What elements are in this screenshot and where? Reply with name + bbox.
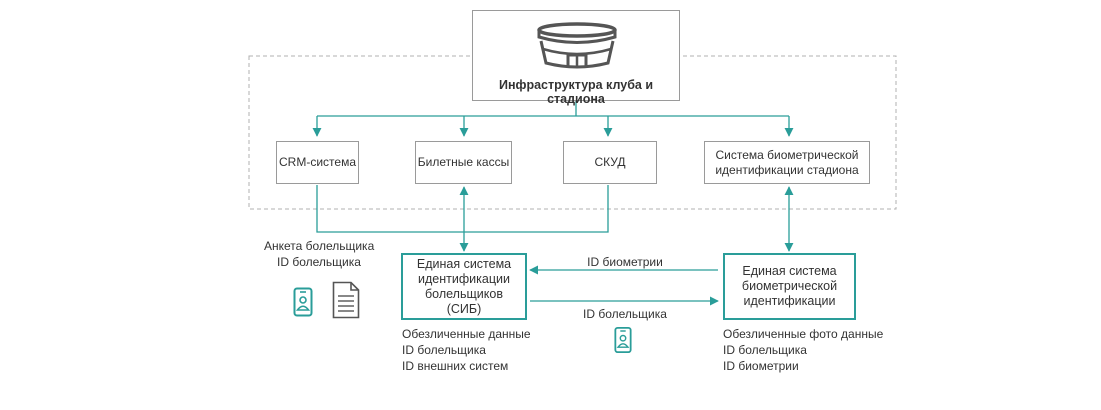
id-badge-icon: [614, 326, 632, 354]
document-icon: [332, 281, 360, 319]
sib-box: Единая система идентификации болельщиков…: [401, 253, 527, 320]
sib-title: Единая система идентификации болельщиков…: [416, 256, 512, 316]
arrow-label-fan-id: ID болельщика: [583, 307, 667, 321]
id-badge-icon: [293, 287, 313, 317]
stadium-biometric-label: Система биометрической идентификации ста…: [715, 147, 859, 177]
skud-box: СКУД: [563, 141, 657, 184]
skud-label: СКУД: [594, 155, 626, 169]
ebs-data-line: ID биометрии: [723, 359, 799, 373]
fan-info: Анкета болельщика ID болельщика: [264, 238, 374, 270]
ebs-box: Единая система биометрической идентифика…: [723, 253, 856, 320]
crm-box: CRM-система: [276, 141, 359, 184]
sib-data-line: ID болельщика: [402, 343, 486, 357]
stadium-icon: [537, 22, 617, 69]
ebs-data-line: ID болельщика: [723, 343, 807, 357]
ebs-data-list: Обезличенные фото данные ID болельщика I…: [723, 326, 883, 374]
ebs-title: Единая система биометрической идентифика…: [741, 264, 838, 308]
fan-questionnaire-line: Анкета болельщика: [264, 239, 375, 253]
sib-data-line: ID внешних систем: [402, 359, 509, 373]
ticket-office-box: Билетные кассы: [415, 141, 512, 184]
infrastructure-box: Инфраструктура клуба и стадиона: [472, 10, 680, 106]
fan-id-line: ID болельщика: [277, 255, 361, 269]
crm-label: CRM-система: [279, 155, 356, 169]
stadium-biometric-box: Система биометрической идентификации ста…: [704, 141, 870, 184]
ebs-data-line: Обезличенные фото данные: [723, 327, 884, 341]
sib-data-list: Обезличенные данные ID болельщика ID вне…: [402, 326, 531, 374]
infrastructure-title: Инфраструктура клуба и стадиона: [498, 78, 654, 106]
arrow-label-biometric-id: ID биометрии: [587, 255, 663, 269]
ticket-office-label: Билетные кассы: [417, 155, 510, 169]
sib-data-line: Обезличенные данные: [402, 327, 531, 341]
